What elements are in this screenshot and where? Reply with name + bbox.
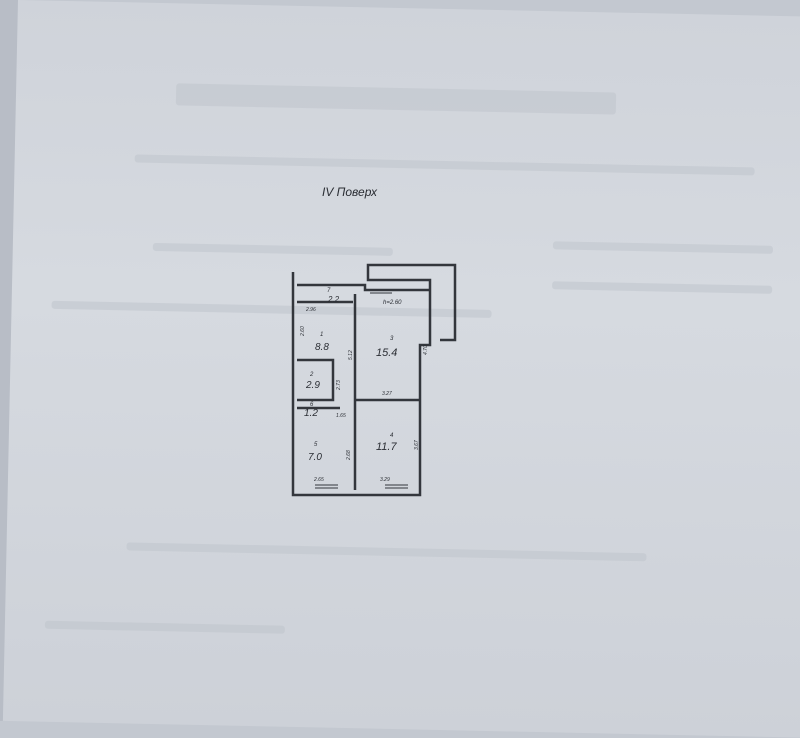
room-2-area: 2.9 (305, 380, 320, 391)
room-1-area: 8.8 (315, 342, 329, 353)
dimension: 3.29 (380, 477, 390, 483)
windows (315, 289, 408, 489)
dimension: 3.67 (414, 440, 420, 450)
room-2-number: 2 (309, 372, 314, 378)
floor-title: IV Поверх (322, 185, 377, 199)
dimension: 1.65 (336, 413, 346, 419)
walls (291, 263, 457, 497)
dimension: 4.70 (423, 345, 429, 355)
bleed-through-line (152, 242, 393, 256)
dimension: 2.68 (346, 450, 352, 461)
bleed-through-line (552, 281, 773, 294)
room-3-number: 3 (390, 336, 394, 342)
room-3-area: 15.4 (376, 347, 397, 359)
floor-plan: h=2.60 1 8.8 2 2.9 3 15.4 4 11.7 5 7.0 6… (291, 263, 457, 497)
room-4-number: 4 (390, 433, 394, 439)
room-7-area: 2.2 (327, 295, 340, 304)
room-7-number: 7 (327, 288, 331, 294)
room-4-area: 11.7 (376, 441, 397, 453)
room-6-number: 6 (310, 402, 314, 408)
ceiling-height: h=2.60 (383, 300, 402, 306)
room-5-area: 7.0 (308, 452, 322, 463)
room-6-area: 1.2 (304, 408, 318, 419)
dimension: 2.73 (336, 380, 342, 391)
bleed-through-line (44, 620, 285, 634)
bleed-through-line (134, 154, 755, 176)
bleed-through-heading (175, 83, 617, 115)
dimension: 2.65 (313, 477, 324, 483)
bleed-through-line (552, 241, 774, 254)
bleed-through-line (126, 542, 647, 562)
dimension: 3.27 (382, 391, 392, 397)
dimension: 2.96 (305, 307, 316, 313)
room-1-number: 1 (320, 332, 323, 338)
room-5-number: 5 (314, 442, 318, 448)
dimension: 2.60 (300, 326, 306, 337)
dimension: 5.12 (348, 350, 354, 360)
